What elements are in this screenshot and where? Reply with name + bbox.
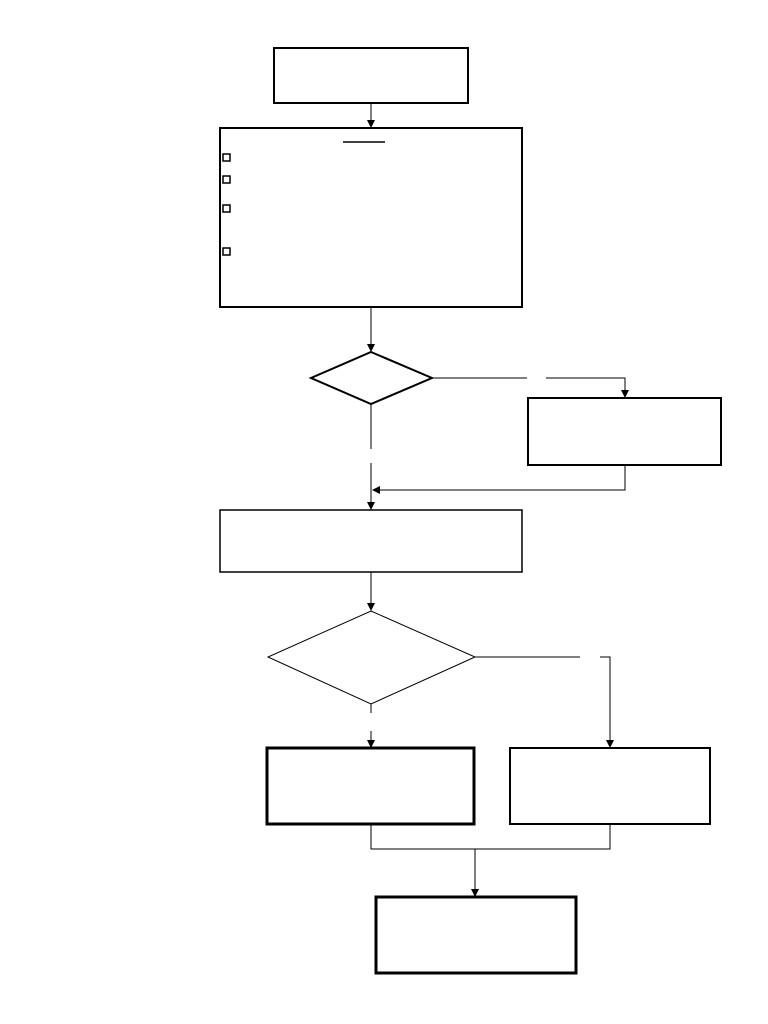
side-process-box <box>527 397 722 466</box>
outcome-left-box <box>265 746 476 826</box>
checkbox-icon <box>222 204 231 213</box>
middle-process-box <box>219 509 523 573</box>
node-outcome-left <box>265 746 476 826</box>
checklist-item <box>222 204 231 213</box>
final-box <box>374 895 578 975</box>
connector-outcomes-merge <box>370 824 611 850</box>
checkbox-icon <box>222 175 231 184</box>
node-decision-1 <box>308 350 435 406</box>
checkbox-icon <box>222 247 231 256</box>
node-decision-2 <box>266 610 477 705</box>
connector-decision-2-to-right <box>600 656 614 748</box>
connector-side-to-middle <box>372 465 626 494</box>
node-criteria <box>219 127 523 308</box>
checklist-item <box>222 153 231 162</box>
node-middle-process <box>219 509 523 573</box>
decision-1-diamond <box>308 350 435 406</box>
outcome-right-box <box>509 747 711 825</box>
start-box <box>273 47 469 104</box>
node-side-process <box>527 397 722 466</box>
node-final <box>374 895 578 975</box>
decision-2-diamond <box>266 610 477 705</box>
connector-decision-1-to-side <box>546 377 629 398</box>
checkbox-icon <box>222 153 231 162</box>
checklist-item <box>222 247 231 256</box>
criteria-box <box>219 127 523 308</box>
node-start <box>273 47 469 104</box>
checklist-item <box>222 175 231 184</box>
node-outcome-right <box>509 747 711 825</box>
